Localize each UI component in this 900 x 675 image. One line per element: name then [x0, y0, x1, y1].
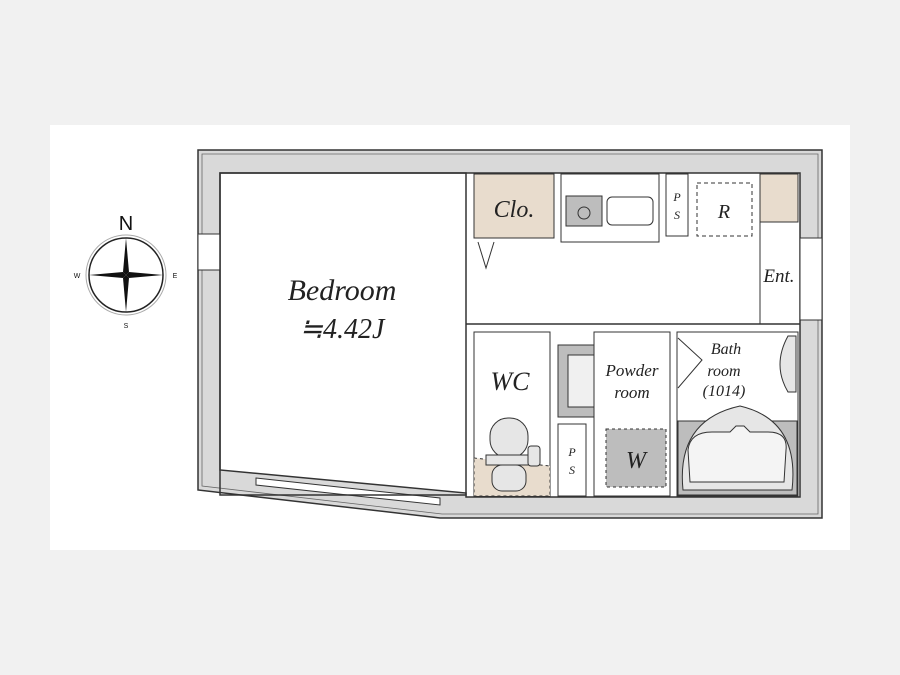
bath-faucet	[779, 335, 797, 393]
washer-label: W	[626, 448, 648, 474]
compass-south: S	[124, 323, 129, 330]
compass-west: W	[74, 273, 81, 280]
entrance-door[interactable]	[799, 237, 823, 321]
ps-bottom-s: S	[569, 463, 575, 477]
toilet-icon	[485, 417, 541, 492]
powder-room-label-2: room	[614, 383, 649, 402]
refrigerator-space	[696, 182, 753, 237]
sink-icon	[606, 196, 654, 226]
compass-icon: N W E S	[74, 213, 178, 330]
door-swing	[477, 241, 495, 270]
closet-label: Clo.	[494, 197, 535, 223]
ps-bottom-p: P	[567, 445, 576, 459]
compass-east: E	[173, 273, 178, 280]
compass-north: N	[119, 213, 133, 235]
powder-room	[593, 331, 671, 497]
bathroom-label-1: Bath	[711, 341, 741, 358]
pipe-space-bottom	[557, 423, 587, 497]
ps-top-p: P	[672, 190, 681, 204]
washer-space	[605, 428, 667, 488]
bathtub-icon	[677, 405, 798, 496]
bathroom-label-2: room	[707, 363, 740, 380]
bath-door-swing	[677, 337, 703, 389]
ps-top-s: S	[674, 208, 680, 222]
closet	[473, 173, 555, 239]
bedroom-label: Bedroom	[288, 274, 397, 307]
bedroom	[219, 172, 467, 496]
wc-label: WC	[491, 367, 531, 396]
window-south	[255, 477, 441, 506]
powder-room-label-1: Powder	[605, 361, 659, 380]
stove-icon	[565, 195, 603, 227]
window-west	[197, 233, 221, 271]
bathroom-label-3: (1014)	[703, 383, 746, 400]
refrigerator-label: R	[717, 201, 730, 223]
entrance-label: Ent.	[762, 266, 794, 287]
bedroom-area: ≒4.42J	[300, 314, 386, 345]
shoe-box	[759, 173, 799, 223]
pipe-space-top	[665, 173, 689, 237]
